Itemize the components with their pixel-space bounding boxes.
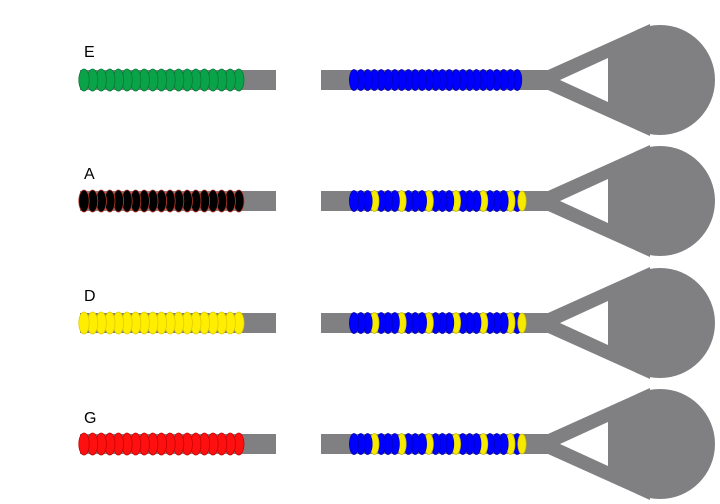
left-bead: [78, 311, 90, 335]
loop-opening: [560, 301, 608, 345]
row-label: G: [84, 410, 96, 427]
end-circle: [605, 146, 715, 256]
loop-opening: [560, 422, 608, 466]
right-bead-end: [517, 312, 527, 334]
right-bead-end: [517, 190, 527, 212]
row-label: D: [84, 288, 96, 305]
left-strand: [78, 68, 276, 92]
end-circle: [605, 389, 715, 499]
row-label: A: [84, 166, 95, 183]
right-bead: [349, 433, 359, 455]
loop-opening: [560, 58, 608, 102]
row-g: G: [78, 388, 715, 500]
right-bead: [349, 69, 359, 91]
end-circle: [605, 268, 715, 378]
left-bead: [78, 432, 90, 456]
left-bead: [78, 189, 90, 213]
right-bead: [349, 312, 359, 334]
right-strand: [321, 145, 715, 257]
row-d: D: [78, 267, 715, 379]
row-label: E: [84, 44, 95, 61]
right-bead: [349, 190, 359, 212]
end-circle: [605, 25, 715, 135]
left-bead: [78, 68, 90, 92]
right-strand: [321, 388, 715, 500]
row-a: A: [78, 145, 715, 257]
row-e: E: [78, 24, 715, 136]
left-strand: [78, 189, 276, 213]
left-strand: [78, 311, 276, 335]
right-strand: [321, 24, 715, 136]
loop-opening: [560, 179, 608, 223]
right-strand: [321, 267, 715, 379]
right-bead-end: [517, 433, 527, 455]
left-strand: [78, 432, 276, 456]
